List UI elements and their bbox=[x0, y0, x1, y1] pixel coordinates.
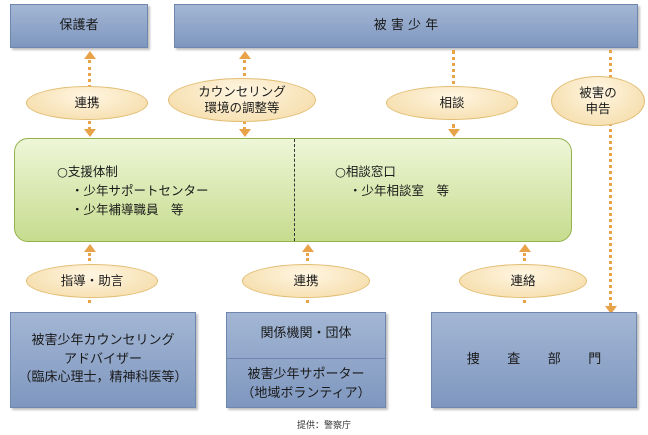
victim-label: 被 害 少 年 bbox=[373, 17, 439, 33]
org-title: 関係機関・団体 bbox=[260, 326, 352, 341]
arrow-up-icon bbox=[519, 244, 531, 252]
arrow-up-icon bbox=[239, 51, 251, 59]
adviser-line: （臨床心理士，精神科医等） bbox=[18, 370, 188, 386]
investigation-box: 捜 査 部 門 bbox=[431, 312, 637, 408]
support-section: ○支援体制 ・少年サポートセンター ・少年補導職員 等 bbox=[57, 163, 209, 219]
edge-label-contact: 連絡 bbox=[459, 264, 587, 298]
arrow-down-icon bbox=[84, 129, 96, 137]
support-item: ・少年補導職員 等 bbox=[71, 201, 184, 217]
support-item: ・少年サポートセンター bbox=[71, 182, 209, 198]
org-separator bbox=[227, 358, 385, 359]
panel-divider bbox=[294, 139, 295, 241]
support-panel: ○支援体制 ・少年サポートセンター ・少年補導職員 等 ○相談窓口 ・少年相談室… bbox=[14, 138, 572, 242]
supporter-group: 被害少年サポーター （地域ボランティア） bbox=[227, 366, 385, 404]
adviser-line: アドバイザー bbox=[63, 351, 142, 367]
arrow-down-icon bbox=[605, 306, 617, 314]
investigation-label: 捜 査 部 門 bbox=[466, 351, 613, 367]
edge-label-cooperation-top: 連携 bbox=[26, 86, 148, 120]
arrow-down-icon bbox=[239, 129, 251, 137]
adviser-box: 被害少年カウンセリング アドバイザー （臨床心理士，精神科医等） bbox=[10, 312, 196, 408]
edge-label-report: 被害の 申告 bbox=[551, 76, 645, 126]
organizations-box: 関係機関・団体 被害少年サポーター （地域ボランティア） bbox=[226, 312, 386, 408]
arrow-down-icon bbox=[448, 129, 460, 137]
victim-box: 被 害 少 年 bbox=[174, 4, 638, 48]
guardian-box: 保護者 bbox=[10, 4, 148, 48]
supporter-line: 被害少年サポーター bbox=[247, 367, 365, 382]
supporter-line: （地域ボランティア） bbox=[241, 385, 371, 401]
guardian-label: 保護者 bbox=[59, 17, 99, 33]
adviser-line: 被害少年カウンセリング bbox=[31, 332, 175, 348]
arrow-up-icon bbox=[84, 51, 96, 59]
edge-label-cooperation-bottom: 連携 bbox=[242, 264, 370, 298]
arrow-up-icon bbox=[302, 244, 314, 252]
support-title: ○支援体制 bbox=[57, 164, 118, 179]
edge-label-guidance: 指導・助言 bbox=[26, 264, 158, 298]
consult-item: ・少年相談室 等 bbox=[349, 182, 450, 198]
credit-caption: 提供：警察庁 bbox=[296, 421, 351, 431]
arrow-up-icon bbox=[84, 244, 96, 252]
connector-report bbox=[609, 50, 612, 306]
edge-label-counseling: カウンセリング 環境の調整等 bbox=[168, 78, 316, 122]
edge-label-consultation: 相談 bbox=[386, 86, 518, 120]
consult-title: ○相談窓口 bbox=[335, 164, 396, 179]
consult-section: ○相談窓口 ・少年相談室 等 bbox=[335, 163, 449, 201]
